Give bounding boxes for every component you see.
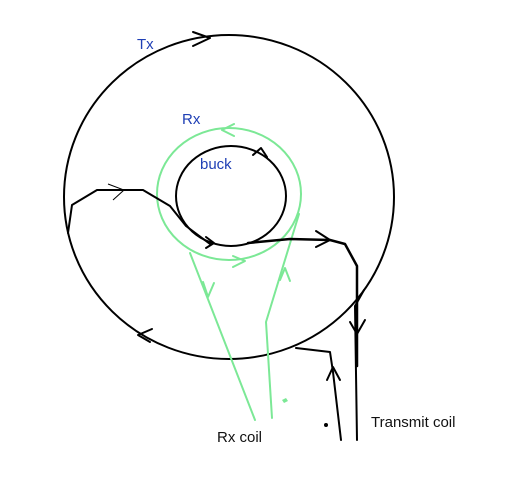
buck-coil [175,145,287,249]
wire-right-arrow [315,230,331,248]
wire-bottom-return [295,347,342,441]
wire-dot [324,423,328,427]
buck-label: buck [200,156,232,173]
wire-right-path [246,237,359,368]
rx-coil-label: Rx coil [217,429,262,446]
transmit-wiring [67,183,366,441]
tx-label: Tx [137,36,154,53]
rx-label: Rx [182,111,201,128]
wire-tx-lead [354,289,365,441]
wire-left-input [67,189,211,245]
tx-arrow-bottom [137,328,153,343]
rx-arrow-bottom [232,255,246,268]
transmit-coil-label: Transmit coil [371,414,455,431]
rx-arrow-top [221,123,235,137]
rx-lead-right [265,213,300,419]
buck-arrow-top [252,147,268,158]
rx-lead-left-arrow [202,281,215,298]
tx-coil [63,31,395,360]
wire-up-arrow [326,366,341,381]
tx-coil-loop [63,34,395,360]
rx-lead-right-arrow [279,267,291,282]
rx-coil-loop [156,127,302,261]
buck-coil-loop [175,145,287,247]
wire-down-arrow [349,319,366,335]
rx-dot [282,398,288,403]
wire-left-arrow [107,183,125,201]
rx-coil [156,123,302,421]
tx-arrow-top [192,31,211,47]
buck-arrow-bottom [205,236,215,249]
rx-lead-left [189,252,256,421]
